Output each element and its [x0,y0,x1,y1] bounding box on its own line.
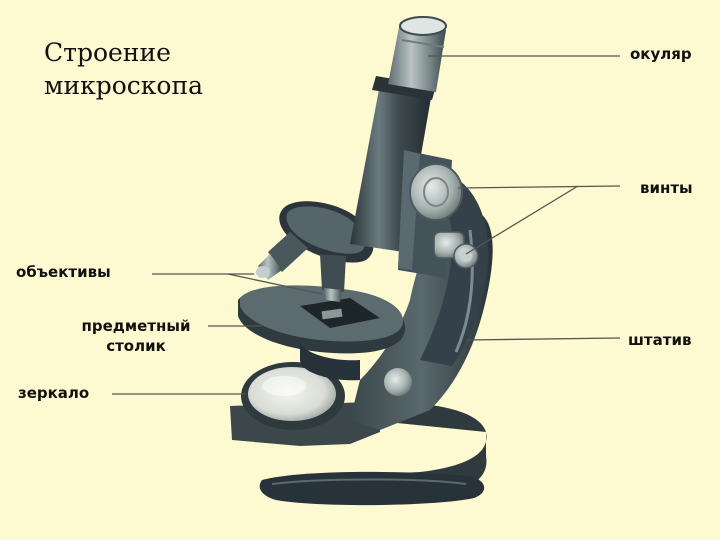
label-objectives: объективы [16,263,111,281]
eyepiece-illustration [388,16,447,92]
page-title: Строение микроскопа [44,36,203,102]
objectives-illustration [256,201,374,302]
label-stage-line-2: столик [106,337,166,355]
stage-illustration [238,285,406,381]
label-stage: предметный столик [68,316,204,356]
label-eyepiece: окуляр [630,45,692,63]
coarse-knob-illustration [409,163,463,221]
title-line-1: Строение [44,38,171,67]
leader-objective-middle [227,273,323,295]
mirror-illustration [241,362,345,430]
title-line-2: микроскопа [44,71,204,100]
fine-knob-illustration [384,368,412,396]
leader-lines [112,55,621,395]
label-stage-line-1: предметный [81,317,191,335]
label-stand: штатив [628,331,692,349]
label-mirror: зеркало [18,384,90,402]
leader-screw-lower [465,185,579,255]
leader-screw-upper [457,185,621,189]
leader-stand [465,337,621,341]
label-screws: винты [640,179,693,197]
